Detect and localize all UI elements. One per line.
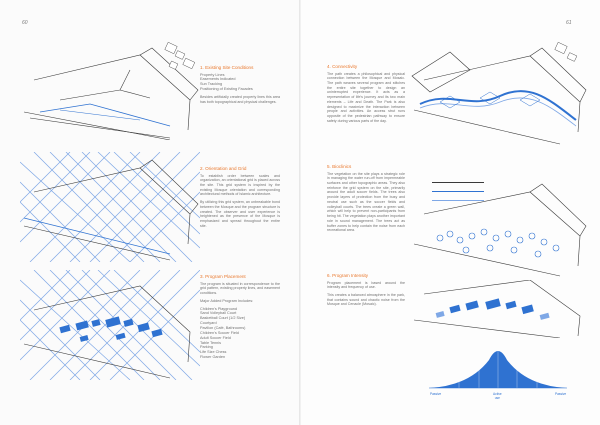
connectivity-legend bbox=[432, 182, 484, 209]
section-heading: 5. Bioclinics bbox=[327, 164, 352, 169]
section-connectivity: 4. Connectivity The path creates a philo… bbox=[327, 64, 405, 127]
section-paragraph: Program placement is based around the in… bbox=[327, 280, 405, 290]
intensity-label-left: Passive bbox=[430, 392, 442, 396]
section-paragraph: The path creates a philosophical and phy… bbox=[327, 71, 405, 123]
diagram-connectivity bbox=[410, 40, 588, 150]
book-gutter bbox=[299, 0, 301, 425]
page-number-left: 60 bbox=[22, 20, 28, 26]
list-item: Sand Volleyball Court bbox=[200, 311, 237, 316]
section-program-placement: 3. Program Placement The program is situ… bbox=[200, 274, 280, 360]
intensity-label-right: Passive bbox=[555, 392, 567, 396]
section-existing-site-conditions: 1. Existing Site Conditions Property Lin… bbox=[200, 65, 280, 107]
diagram-orientation-grid bbox=[20, 152, 200, 262]
section-paragraph: By utilizing this grid system, an unbrea… bbox=[200, 200, 280, 228]
list-item: Parking bbox=[200, 345, 213, 350]
intensity-label-center: Active use bbox=[493, 392, 502, 400]
diagram-program-placement bbox=[20, 270, 200, 380]
section-paragraph: The program is situated in correspondenc… bbox=[200, 281, 280, 295]
section-paragraph: The vegetation on the site plays a strat… bbox=[327, 171, 405, 233]
right-page bbox=[300, 0, 600, 425]
diagram-program-intensity bbox=[410, 280, 588, 338]
list-item: Children's Playground bbox=[200, 306, 238, 311]
section-orientation-grid: 2. Orientation and Grid To establish ord… bbox=[200, 166, 280, 232]
section-heading: 2. Orientation and Grid bbox=[200, 166, 247, 171]
list-item: Adult Soccer Field bbox=[200, 335, 231, 340]
section-heading: 4. Connectivity bbox=[327, 64, 358, 69]
section-bioclinics: 5. Bioclinics The vegetation on the site… bbox=[327, 164, 405, 236]
list-item: Life Size Chess bbox=[200, 350, 227, 355]
page-number-right: 61 bbox=[566, 20, 572, 26]
section-paragraph: This creates a balanced atmosphere in th… bbox=[327, 292, 405, 307]
list-item: Easements Indicated bbox=[200, 77, 236, 82]
list-item: Flower Garden bbox=[200, 355, 226, 360]
list-item: Property Lines bbox=[200, 72, 225, 77]
section-program-intensity: 6. Program Intensity Program placement i… bbox=[327, 273, 405, 310]
list-item: Courtyard bbox=[200, 321, 217, 326]
intensity-diagram bbox=[429, 340, 567, 402]
section-paragraph: To establish order between scales and or… bbox=[200, 173, 280, 197]
section-paragraph: Besides artificially created property li… bbox=[200, 94, 280, 104]
section-heading: 6. Program Intensity bbox=[327, 273, 369, 278]
list-item: Children's Soccer Field bbox=[200, 330, 239, 335]
list-item: Basketball Court (1/2 Size) bbox=[200, 316, 246, 321]
list-item: Sun Tracking bbox=[200, 82, 223, 87]
section-heading: 1. Existing Site Conditions bbox=[200, 65, 254, 70]
list-item: Positioning of Existing Facades bbox=[200, 87, 253, 92]
program-subheading: Major Added Program Includes: bbox=[200, 298, 254, 303]
diagram-existing-site-conditions bbox=[20, 40, 200, 140]
list-item: Pavilion (Café, Bathrooms) bbox=[200, 326, 246, 330]
section-heading: 3. Program Placement bbox=[200, 274, 246, 279]
diagram-bioclinics bbox=[410, 180, 588, 280]
list-item: Table Tennis bbox=[200, 340, 222, 345]
